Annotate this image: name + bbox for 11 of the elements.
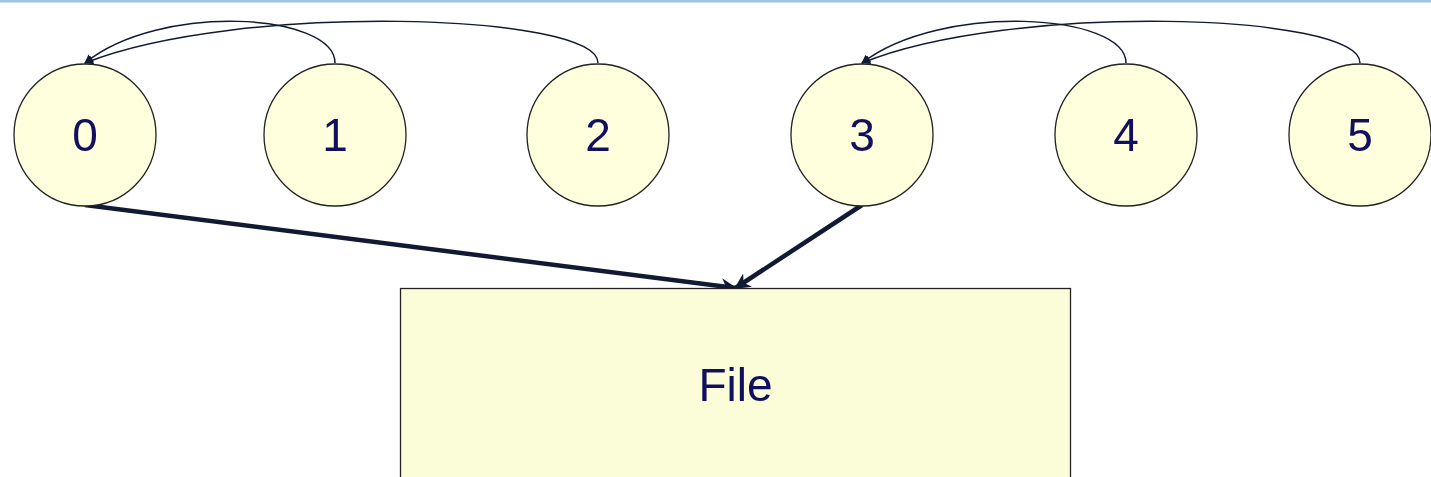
box-label: File [698, 358, 773, 412]
node-number: 4 [1113, 108, 1139, 162]
node-number: 3 [849, 108, 875, 162]
node-number: 2 [585, 108, 611, 162]
arrow [861, 20, 1361, 65]
arrow [861, 20, 1127, 64]
node-number: 1 [322, 108, 348, 162]
node-number: 0 [72, 108, 98, 162]
arrow [84, 20, 336, 64]
node-number: 5 [1347, 108, 1373, 162]
arrow [84, 20, 599, 65]
